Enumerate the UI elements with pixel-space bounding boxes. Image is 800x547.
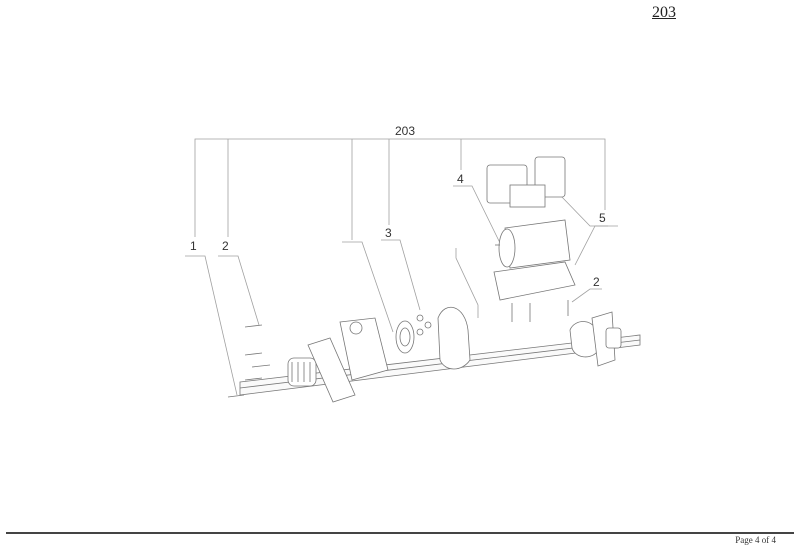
exploded-parts-diagram: 203 1 2 3 4 5 2 [185, 124, 641, 403]
callout-3: 3 [385, 226, 392, 240]
footer-rule [6, 532, 794, 534]
screw-group-left [227, 324, 271, 398]
callout-2: 2 [222, 239, 229, 253]
parts-art [227, 156, 641, 403]
assembly-label: 203 [395, 124, 415, 138]
leader-lines [185, 138, 618, 396]
page-indicator: Page 4 of 4 [735, 535, 776, 545]
callout-4: 4 [457, 172, 464, 186]
callout-1: 1 [190, 239, 197, 253]
callout-5: 5 [599, 211, 606, 225]
callout-2-secondary: 2 [593, 275, 600, 289]
page-number: 203 [652, 4, 676, 21]
